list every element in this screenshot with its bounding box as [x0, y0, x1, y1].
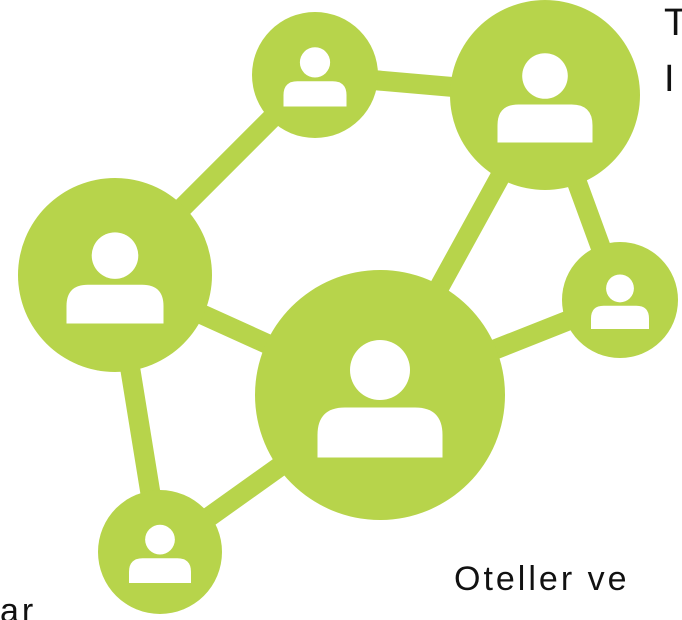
- person-icon: [591, 274, 649, 329]
- text-fragment-bottom-left: ar: [0, 592, 37, 620]
- person-icon: [317, 340, 443, 458]
- text-fragment-top-1: T: [664, 2, 682, 44]
- person-icon: [66, 232, 164, 324]
- person-icon: [129, 524, 191, 583]
- text-fragment-top-2: I: [664, 58, 677, 100]
- person-icon: [283, 47, 347, 107]
- person-icon: [497, 53, 593, 143]
- text-fragment-bottom-right: Oteller ve: [454, 560, 630, 598]
